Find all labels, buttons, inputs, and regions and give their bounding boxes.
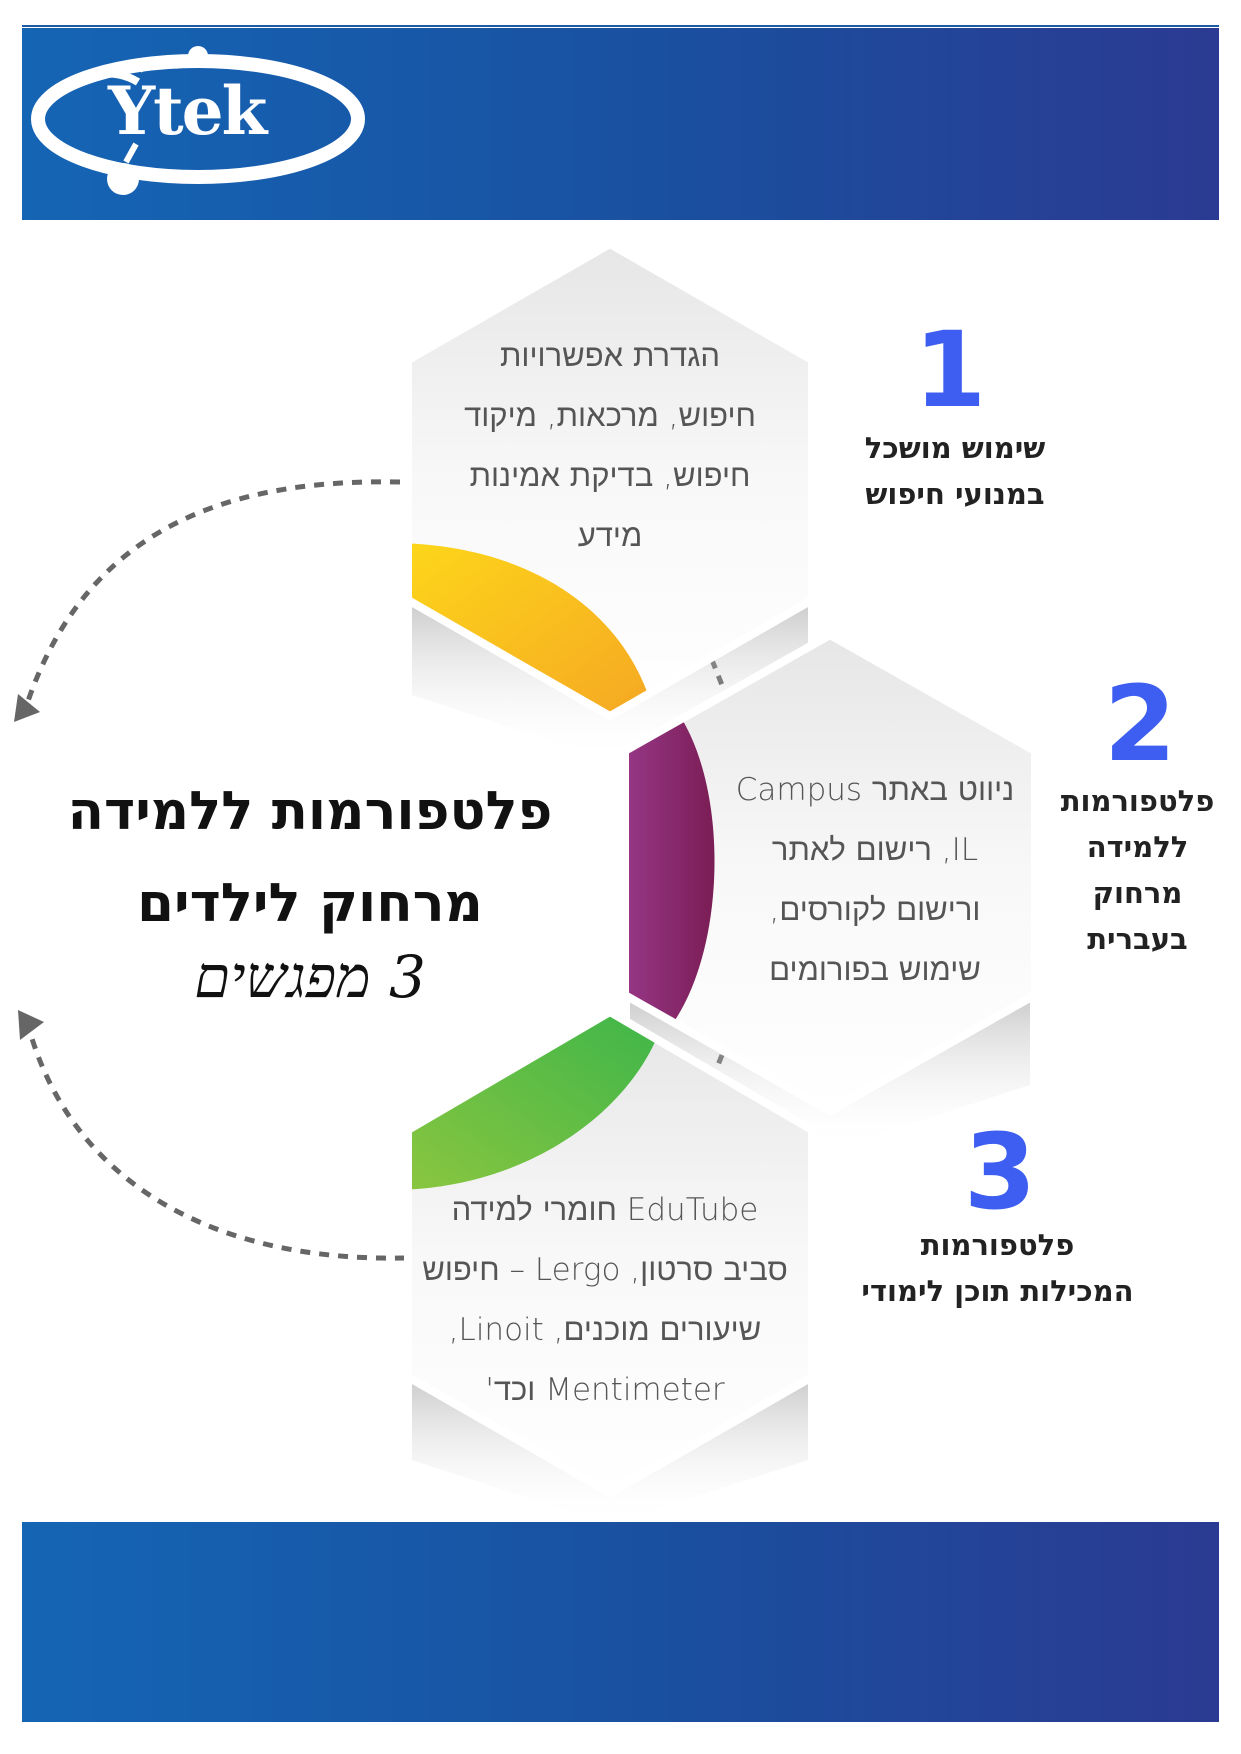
arrow-head-icon — [18, 1010, 44, 1040]
logo-text: Ytek — [108, 72, 267, 150]
step-3-label-line: פלטפורמות — [920, 1228, 1075, 1262]
sessions-subtitle: 3 מפגשים — [194, 943, 426, 1011]
step-2-label: פלטפורמות ללמידה מרחוק בעברית — [1040, 778, 1235, 962]
arrow-head-icon — [14, 694, 40, 722]
hex2-description: ניווט באתר Campus IL, רישום לאתר ורישום … — [715, 760, 1035, 1000]
hex3-line: שיעורים מוכנים, Linoit, — [448, 1312, 762, 1348]
step-2-number: 2 — [1103, 663, 1177, 785]
title-line: פלטפורמות ללמידה — [67, 781, 553, 842]
step-2-label-line: ללמידה — [1086, 830, 1189, 864]
step-2-label-line: בעברית — [1087, 922, 1188, 956]
footer-banner — [22, 1522, 1219, 1722]
step-3-label: פלטפורמות המכילות תוכן לימודי — [825, 1222, 1170, 1314]
hexagon-1 — [404, 239, 816, 721]
hex1-line: חיפוש, מרכאות, מיקוד — [464, 398, 756, 434]
hex1-line: הגדרת אפשרויות — [500, 338, 720, 374]
step-1-number: 1 — [913, 309, 987, 431]
hex2-line: שימוש בפורומים — [769, 952, 981, 988]
connector-arrow-top — [22, 479, 401, 711]
hex2-line: ניווט באתר Campus — [735, 772, 1015, 808]
step-2-label-line: פלטפורמות — [1060, 784, 1215, 818]
page-title: פלטפורמות ללמידה מרחוק לילדים — [20, 766, 600, 950]
step-1-label: שימוש מושכל במנועי חיפוש — [835, 425, 1075, 517]
top-rule — [22, 25, 1219, 27]
step-3-number: 3 — [963, 1111, 1037, 1233]
hex2-line: IL, רישום לאתר — [771, 832, 979, 868]
step-3-label-line: המכילות תוכן לימודי — [861, 1274, 1134, 1308]
ytek-logo-icon — [31, 46, 365, 195]
title-line: מרחוק לילדים — [137, 873, 483, 934]
step-2-label-line: מרחוק — [1092, 876, 1183, 910]
hex3-line: סביב סרטון, Lergo – חיפוש — [422, 1252, 788, 1288]
hex3-line: Mentimeter וכד' — [485, 1372, 725, 1408]
step-1-label-line: במנועי חיפוש — [865, 477, 1045, 511]
hex3-description: EduTube חומרי למידה סביב סרטון, Lergo – … — [410, 1180, 800, 1420]
connector-arrow-bottom — [25, 1024, 406, 1261]
hex1-line: מידע — [577, 518, 643, 554]
hex3-line: EduTube חומרי למידה — [451, 1192, 759, 1228]
hex1-line: חיפוש, בדיקת אמינות — [469, 458, 751, 494]
step-1-label-line: שימוש מושכל — [864, 431, 1046, 465]
hexagon-2 — [621, 630, 1039, 1116]
hex1-description: הגדרת אפשרויות חיפוש, מרכאות, מיקוד חיפו… — [420, 326, 800, 566]
hex2-accent — [625, 700, 715, 1030]
hex2-line: ורישום לקורסים, — [769, 892, 981, 928]
